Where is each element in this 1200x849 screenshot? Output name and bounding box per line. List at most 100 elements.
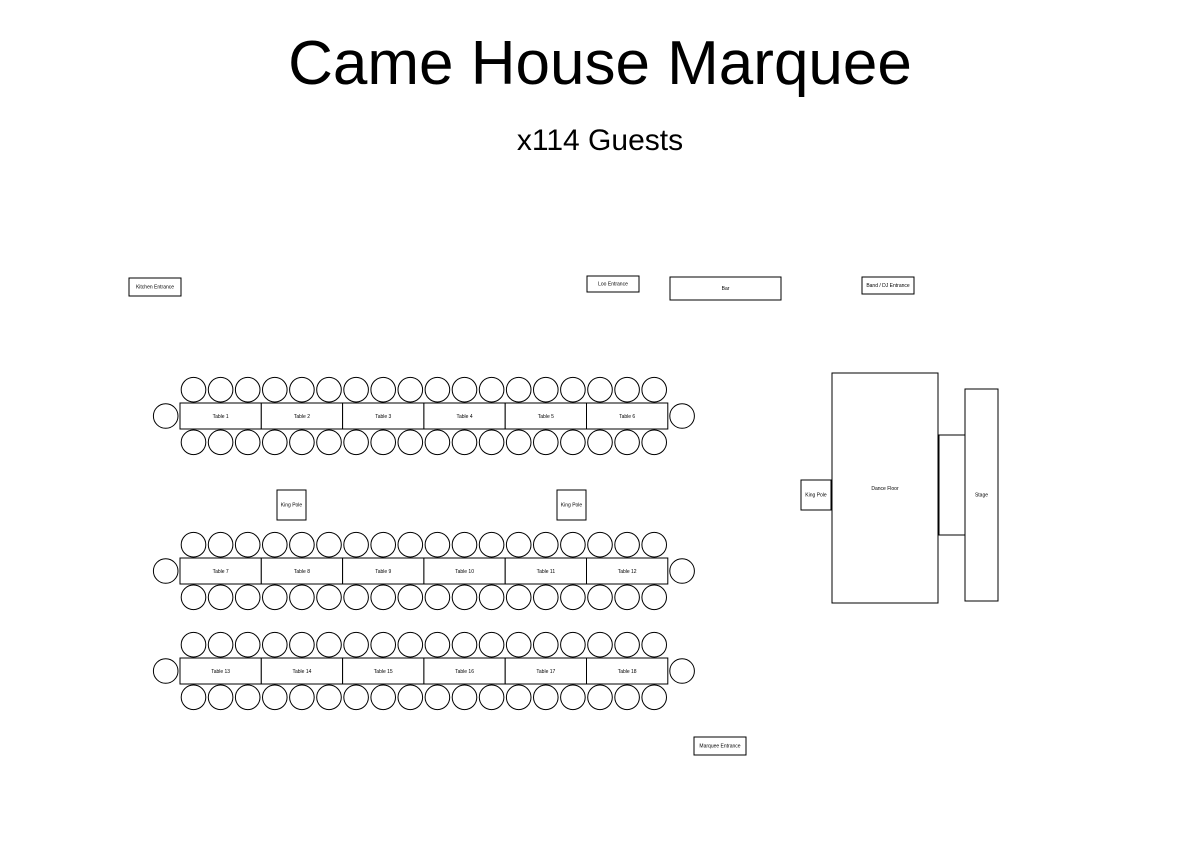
marquee-entrance: Marquee Entrance	[693, 736, 747, 756]
chair	[234, 631, 261, 658]
chair	[180, 684, 207, 711]
table-label: Table 11	[537, 569, 556, 575]
chair	[207, 684, 234, 711]
chair	[262, 429, 288, 456]
chair	[207, 584, 234, 611]
table-label: Table 18	[618, 669, 637, 675]
kitchen-entrance-label: Kitchen Entrance	[136, 285, 174, 291]
table: Table 6	[586, 402, 669, 430]
chair	[451, 584, 478, 611]
table-label: Table 17	[536, 669, 555, 675]
chair	[451, 376, 478, 403]
chair	[234, 429, 261, 456]
loo-entrance-label: Loo Entrance	[598, 282, 628, 288]
table-label: Table 1	[213, 414, 229, 420]
end-chair	[669, 658, 695, 684]
chair	[343, 584, 369, 611]
stage-label: Stage	[975, 493, 988, 499]
table: Table 12	[586, 557, 669, 585]
chair	[614, 531, 640, 558]
table: Table 14	[260, 657, 344, 685]
chair	[289, 531, 315, 558]
table-label: Table 10	[455, 569, 474, 575]
chair	[587, 584, 613, 611]
table: Table 16	[423, 657, 506, 685]
chair	[505, 531, 532, 558]
guest-count: x114 Guests	[516, 124, 684, 157]
king-pole-label: King Pole	[281, 503, 303, 509]
end-chair	[152, 403, 179, 429]
table: Table 1	[179, 402, 262, 430]
table: Table 11	[504, 557, 588, 585]
chair	[505, 684, 532, 711]
chair	[316, 531, 342, 558]
chair	[533, 531, 559, 558]
chair	[533, 429, 559, 456]
chair	[533, 376, 559, 403]
chair	[641, 631, 668, 658]
chair	[180, 376, 207, 403]
table-label: Table 4	[456, 414, 472, 420]
chair	[641, 429, 668, 456]
table: Table 3	[342, 402, 425, 430]
king-pole-right: King Pole	[800, 479, 832, 511]
chair	[478, 684, 505, 711]
chair	[316, 376, 342, 403]
chair	[614, 584, 640, 611]
table-label: Table 3	[375, 414, 391, 420]
table-label: Table 5	[538, 414, 554, 420]
chair	[587, 429, 613, 456]
chair	[587, 631, 613, 658]
chair	[533, 631, 559, 658]
chair	[234, 584, 261, 611]
stage: Stage	[964, 388, 999, 602]
chair	[533, 584, 559, 611]
chair	[343, 429, 369, 456]
chair	[478, 631, 505, 658]
chair	[560, 684, 586, 711]
chair	[262, 531, 288, 558]
chair	[234, 376, 261, 403]
chair	[207, 631, 234, 658]
chair	[343, 531, 369, 558]
band-entrance-label: Band / DJ Entrance	[866, 283, 910, 289]
chair	[424, 631, 451, 658]
chair	[262, 376, 288, 403]
table-row: Table 1 Table 2 Table 3 Table 4 Table 5 Table…	[152, 376, 695, 456]
chair	[289, 376, 315, 403]
chair	[289, 429, 315, 456]
chair	[316, 684, 342, 711]
chair	[370, 584, 397, 611]
chair	[289, 631, 315, 658]
chair	[560, 631, 586, 658]
chair	[614, 631, 640, 658]
chair	[316, 429, 342, 456]
table: Table 8	[260, 557, 344, 585]
chair	[424, 531, 451, 558]
table-label: Table 2	[294, 414, 310, 420]
end-chair	[152, 658, 179, 684]
chair	[451, 429, 478, 456]
chair	[207, 376, 234, 403]
end-chair	[669, 403, 695, 429]
stage-step	[938, 434, 966, 536]
table: Table 5	[504, 402, 588, 430]
table: Table 13	[179, 657, 262, 685]
table-label: Table 13	[211, 669, 230, 675]
chair	[641, 376, 668, 403]
marquee-entrance-label: Marquee Entrance	[699, 744, 740, 750]
chair	[451, 531, 478, 558]
chair	[505, 376, 532, 403]
chair	[560, 429, 586, 456]
chair	[505, 631, 532, 658]
chair	[289, 684, 315, 711]
chair	[370, 631, 397, 658]
chair	[641, 584, 668, 611]
chair	[262, 684, 288, 711]
chair	[207, 531, 234, 558]
table-label: Table 14	[292, 669, 311, 675]
chair	[560, 584, 586, 611]
chair	[587, 684, 613, 711]
